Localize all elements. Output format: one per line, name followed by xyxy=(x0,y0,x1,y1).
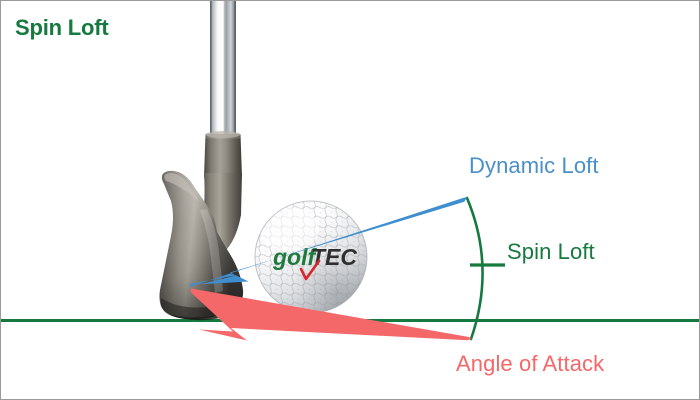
club-shaft xyxy=(210,1,236,141)
spin-loft-callout-label: Spin Loft xyxy=(507,239,595,264)
golf-ball: golf TEC xyxy=(254,200,368,314)
club-hosel xyxy=(204,131,242,177)
golf-club xyxy=(159,1,244,321)
spin-loft-arc xyxy=(465,196,505,341)
page-title: Spin Loft xyxy=(15,15,109,40)
angle-of-attack-label: Angle of Attack xyxy=(456,351,605,376)
dynamic-loft-label: Dynamic Loft xyxy=(469,153,599,178)
angle-of-attack-arrow xyxy=(190,288,472,341)
logo-tec-text: TEC xyxy=(311,244,357,270)
logo-swoosh-icon xyxy=(299,259,321,281)
dynamic-loft-arrow xyxy=(189,197,467,287)
